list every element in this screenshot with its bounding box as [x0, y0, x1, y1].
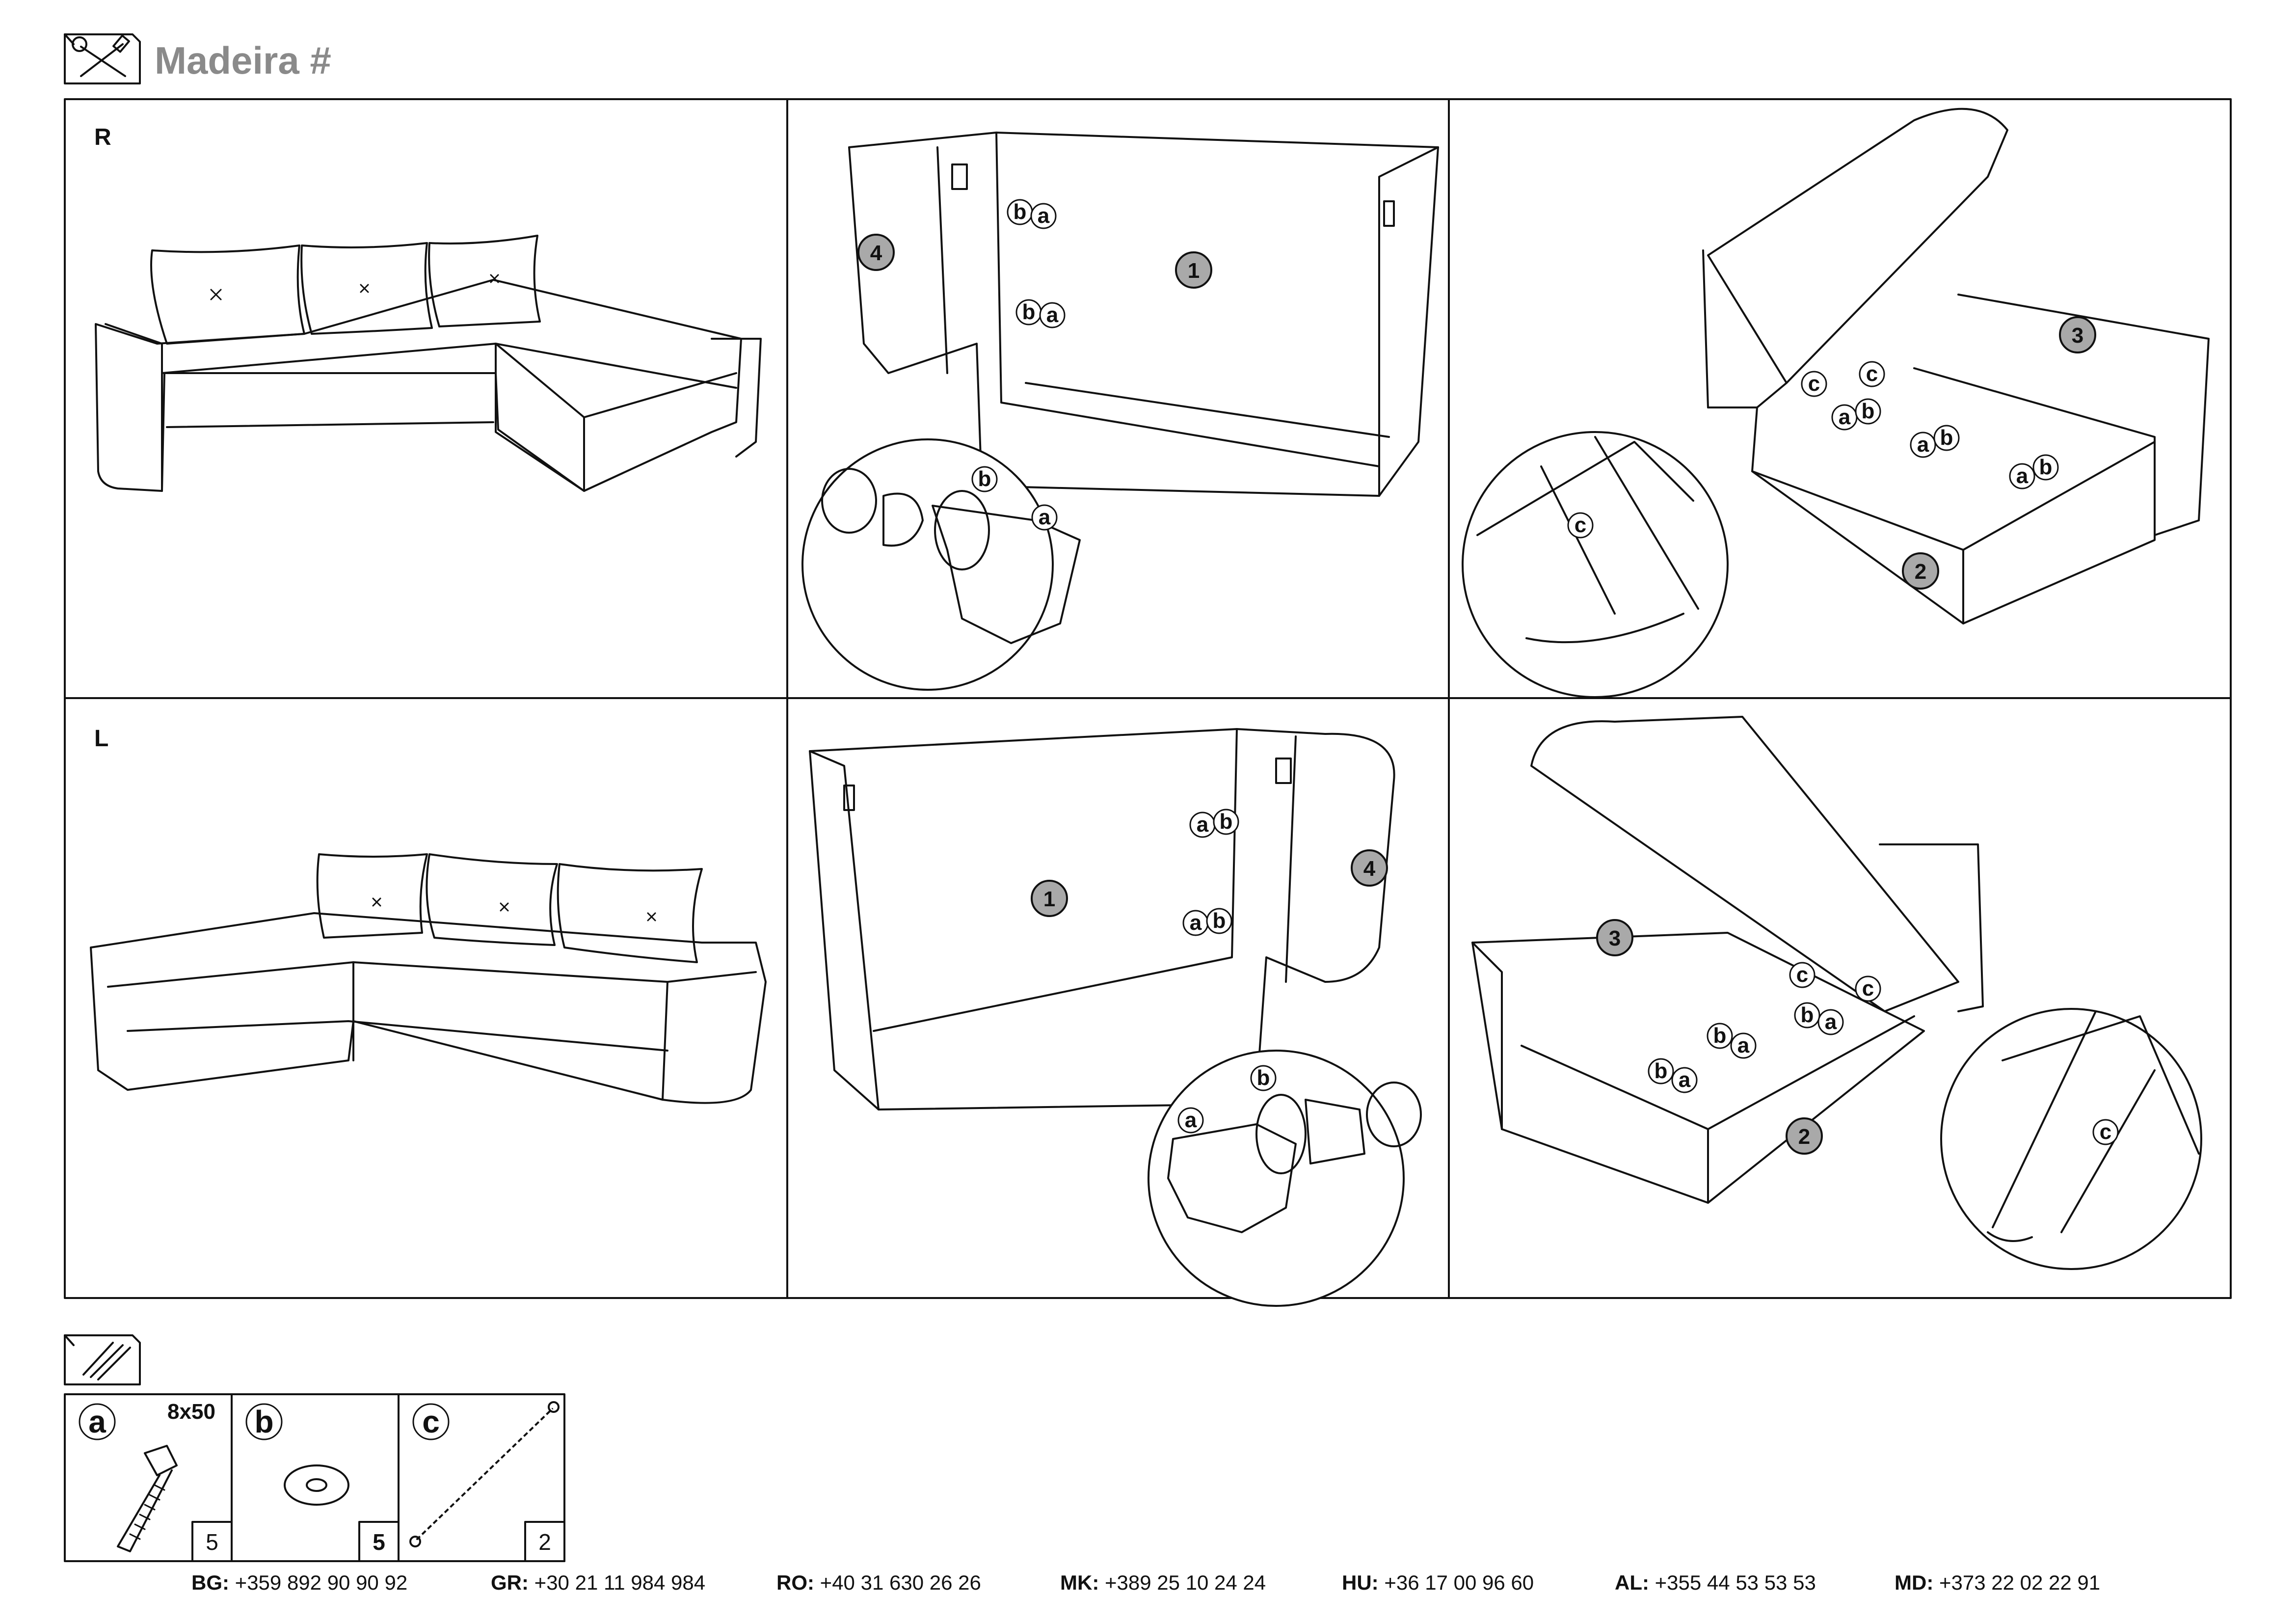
svg-text:b: b — [1220, 810, 1233, 834]
washer-icon — [284, 1464, 349, 1506]
hardware-table: a 8x50 5 b 5 c — [64, 1393, 565, 1562]
svg-text:a: a — [1737, 1033, 1750, 1057]
contact-md: MD: +373 22 02 22 91 — [1895, 1571, 2101, 1594]
bolt-detail-magnifier — [801, 438, 1081, 691]
svg-text:4: 4 — [1363, 857, 1376, 881]
svg-text:a: a — [1185, 1108, 1197, 1132]
svg-text:c: c — [1866, 362, 1878, 386]
svg-text:c: c — [422, 1404, 440, 1439]
svg-text:1: 1 — [1043, 887, 1055, 911]
svg-text:b: b — [1213, 909, 1226, 933]
svg-text:b: b — [1713, 1024, 1727, 1048]
hardware-part-a: a 8x50 5 — [79, 1400, 233, 1562]
svg-text:a: a — [1046, 303, 1059, 327]
svg-text:a: a — [1039, 505, 1051, 529]
part-2-marker — [1902, 552, 1939, 590]
svg-text:c: c — [2100, 1120, 2111, 1144]
quantity-b: 5 — [373, 1529, 385, 1555]
hardware-part-c: c 2 — [409, 1401, 565, 1562]
contact-bg: BG: +359 892 90 90 92 — [191, 1571, 408, 1594]
svg-text:b: b — [2039, 455, 2053, 479]
bolt-size: 8x50 — [167, 1400, 215, 1424]
svg-text:b: b — [1014, 200, 1027, 224]
gas-spring-detail-magnifier — [1462, 431, 1729, 698]
svg-text:a: a — [2016, 464, 2029, 488]
bolt-icon — [117, 1445, 178, 1552]
lift-mechanism-left-panel: 3 2 c c b a b a b a c — [1471, 716, 2202, 1270]
corner-sofa-right-drawing — [95, 235, 762, 492]
svg-text:b: b — [1801, 1003, 1814, 1027]
fitting-callouts: c c a b a b a b c — [1567, 361, 2059, 539]
part-3-marker — [2059, 316, 2096, 353]
fitting-callouts: c c b a b a b a c — [1648, 962, 2119, 1145]
svg-text:b: b — [1862, 399, 1875, 423]
svg-text:3: 3 — [1609, 926, 1621, 950]
gas-spring-detail-magnifier — [1940, 1008, 2202, 1270]
armrest-attach-left-panel: 4 1 a b a b b a — [809, 728, 1422, 1307]
part-4-marker — [1351, 849, 1388, 887]
armrest-seat-drawing — [848, 132, 1439, 497]
svg-text:2: 2 — [1915, 560, 1926, 584]
part-1-marker — [1175, 251, 1212, 289]
svg-text:c: c — [1862, 976, 1874, 1001]
svg-text:a: a — [1190, 911, 1202, 935]
fitting-callouts: a b a b b a — [1177, 809, 1277, 1134]
sofa-left-panel: L — [90, 726, 767, 1104]
svg-text:3: 3 — [2072, 324, 2083, 348]
contact-al: AL: +355 44 53 53 53 — [1615, 1571, 1816, 1594]
storage-lift-drawing — [1471, 716, 1984, 1204]
hardware-icon — [64, 1334, 141, 1385]
storage-lift-drawing — [1702, 108, 2210, 624]
svg-text:a: a — [1197, 812, 1209, 837]
svg-text:b: b — [978, 467, 991, 491]
svg-text:a: a — [1825, 1010, 1837, 1034]
contact-gr: GR: +30 21 11 984 984 — [491, 1571, 706, 1594]
quantity-c: 2 — [538, 1529, 551, 1555]
contact-hu: HU: +36 17 00 96 60 — [1342, 1571, 1534, 1594]
contact-mk: MK: +389 25 10 24 24 — [1060, 1571, 1266, 1594]
variant-right-label: R — [94, 124, 111, 150]
svg-text:1: 1 — [1188, 259, 1200, 283]
svg-text:4: 4 — [870, 241, 882, 265]
assembly-grid — [64, 98, 2232, 1299]
fitting-callouts: b a b a b a — [971, 199, 1066, 531]
svg-text:b: b — [1257, 1066, 1270, 1090]
lift-mechanism-right-panel: 3 2 c c a b a b a b c — [1462, 108, 2210, 698]
page-title: Madeira # — [155, 39, 331, 82]
part-2-marker — [1786, 1117, 1823, 1155]
svg-text:c: c — [1808, 372, 1820, 396]
contact-footer: BG: +359 892 90 90 92 GR: +30 21 11 984 … — [0, 1571, 2296, 1600]
svg-text:a: a — [1839, 405, 1851, 429]
gas-spring-icon — [409, 1401, 560, 1547]
part-3-marker — [1596, 919, 1633, 956]
svg-text:a: a — [1917, 433, 1929, 457]
svg-text:b: b — [1022, 300, 1036, 324]
armrest-attach-right-panel: 4 1 b a b a b a — [801, 132, 1439, 691]
quantity-a: 5 — [206, 1529, 218, 1555]
svg-text:a: a — [1679, 1068, 1691, 1092]
corner-sofa-left-drawing — [90, 853, 767, 1104]
svg-text:c: c — [1796, 963, 1808, 987]
svg-text:a: a — [88, 1404, 106, 1439]
hardware-part-b: b 5 — [245, 1403, 400, 1562]
svg-text:b: b — [1940, 426, 1953, 450]
svg-text:c: c — [1575, 513, 1586, 537]
contact-ro: RO: +40 31 630 26 26 — [776, 1571, 981, 1594]
part-4-marker — [857, 234, 895, 271]
svg-text:2: 2 — [1798, 1125, 1810, 1149]
svg-text:b: b — [254, 1404, 273, 1439]
bolt-detail-magnifier — [1148, 1050, 1422, 1307]
part-1-marker — [1031, 880, 1068, 917]
svg-text:b: b — [1655, 1059, 1668, 1083]
variant-left-label: L — [94, 726, 108, 752]
tools-icon — [64, 33, 141, 84]
sofa-right-panel: R — [94, 124, 762, 492]
armrest-seat-drawing — [809, 728, 1395, 1110]
svg-text:a: a — [1038, 204, 1050, 228]
